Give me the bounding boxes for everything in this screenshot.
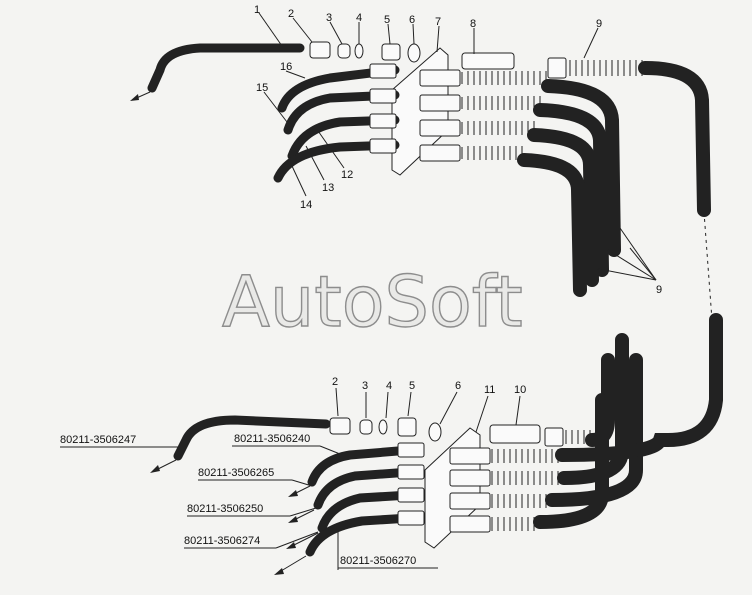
callout-5-bottom: 5	[409, 380, 415, 392]
part-80211-3506250: 80211-3506250	[187, 503, 263, 515]
callout-7-top: 7	[435, 16, 441, 28]
nut-2-top	[309, 41, 331, 59]
callout-14: 14	[300, 199, 312, 211]
callout-5-top: 5	[384, 14, 390, 26]
top-assembly	[130, 41, 713, 321]
bottom-callouts: 2 3 4 5 6 11 10	[332, 376, 526, 433]
part-80211-3506274: 80211-3506274	[184, 535, 260, 547]
callout-6-top: 6	[409, 14, 415, 26]
washer-4-top	[354, 43, 364, 59]
part-number-labels: 80211-3506247 80211-3506240 80211-350626…	[60, 433, 438, 569]
ring-3-bottom	[359, 419, 373, 435]
part-80211-3506270: 80211-3506270	[340, 555, 416, 567]
top-bend-tubes	[517, 61, 711, 297]
nut-5-top	[381, 43, 401, 61]
callout-3-top: 3	[326, 12, 332, 24]
callout-12: 12	[341, 169, 353, 181]
top-left-tubes	[273, 65, 400, 183]
washer-6-bottom	[428, 422, 442, 442]
bottom-hoses	[397, 442, 565, 533]
callout-1: 1	[254, 4, 260, 16]
callout-4-bottom: 4	[386, 380, 392, 392]
part-80211-3506240: 80211-3506240	[234, 433, 310, 445]
callout-15: 15	[256, 82, 268, 94]
callout-6-bottom: 6	[455, 380, 461, 392]
bottom-assembly	[150, 313, 723, 570]
bottom-rise-tubes	[533, 313, 723, 529]
callout-9-group: 9	[656, 284, 662, 296]
watermark: AutoSoft	[222, 261, 523, 343]
nut-5-bottom	[397, 417, 417, 437]
callout-16: 16	[280, 61, 292, 73]
washer-6-top	[407, 43, 421, 63]
callout-2-top: 2	[288, 8, 294, 20]
fitting-10-bottom	[489, 424, 541, 444]
callout-13: 13	[322, 182, 334, 194]
nut-2-bottom	[329, 417, 351, 435]
callout-11: 11	[484, 384, 495, 396]
bottom-outlet-arrows	[274, 485, 319, 575]
ring-3-top	[337, 43, 351, 59]
top-hoses	[369, 63, 547, 162]
washer-4-bottom	[378, 419, 388, 435]
callout-3-bottom: 3	[362, 380, 368, 392]
part-80211-3506265: 80211-3506265	[198, 467, 274, 479]
callout-4-top: 4	[356, 12, 362, 24]
callout-8-top: 8	[470, 18, 476, 30]
callout-9-top: 9	[596, 18, 602, 30]
bottom-left-tubes	[305, 445, 415, 557]
part-80211-3506247: 80211-3506247	[60, 434, 136, 446]
fitting-8-top	[461, 52, 515, 70]
callout-2-bottom: 2	[332, 376, 338, 388]
top-callouts: 1 2 3 4 5 6 7 8 9 16 15 12 13 14 9	[254, 4, 662, 296]
callout-10: 10	[514, 384, 526, 396]
